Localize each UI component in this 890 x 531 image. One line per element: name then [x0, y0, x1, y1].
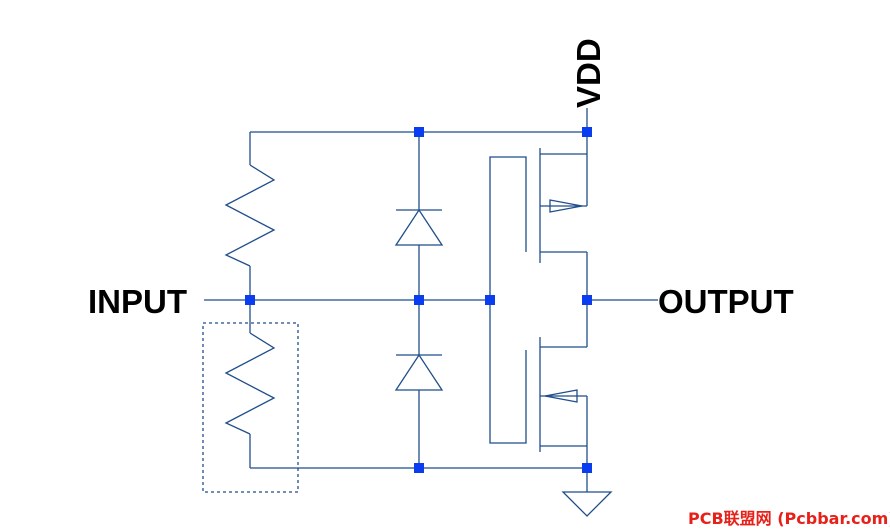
pmos-transistor	[539, 132, 588, 300]
ground-symbol	[561, 468, 613, 517]
junction-dot	[245, 295, 255, 305]
junction-dot	[485, 295, 495, 305]
junction-dot	[582, 295, 592, 305]
vdd-label: VDD	[570, 38, 607, 108]
upper-clamp-diode	[394, 132, 444, 300]
lower-clamp-diode	[394, 300, 444, 468]
junction-dot	[414, 463, 424, 473]
junction-dot	[582, 127, 592, 137]
junction-dot	[414, 127, 424, 137]
wires	[202, 108, 658, 517]
watermark-text: PCB联盟网 (Pcbbar.com)	[688, 509, 890, 528]
nmos-transistor	[539, 300, 588, 468]
pull-down-resistor	[224, 300, 276, 468]
output-label: OUTPUT	[658, 283, 794, 320]
gate-wiring	[489, 156, 527, 444]
pull-up-resistor	[224, 132, 276, 300]
input-label: INPUT	[88, 283, 187, 320]
junction-dot	[582, 463, 592, 473]
junctions	[245, 127, 592, 473]
junction-dot	[414, 295, 424, 305]
